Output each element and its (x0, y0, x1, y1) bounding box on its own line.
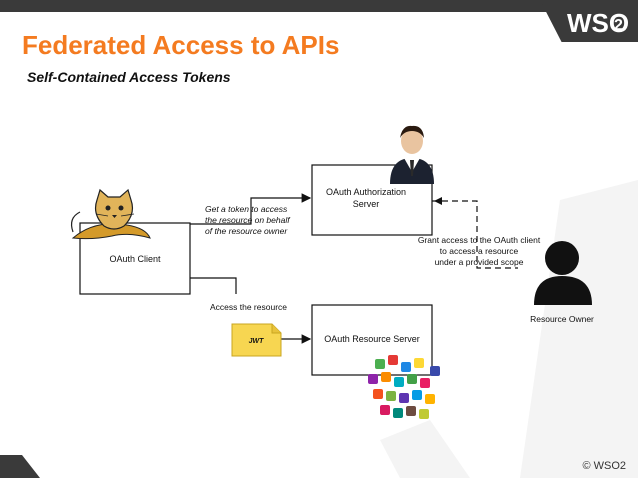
background-shape (520, 180, 638, 478)
auth-server-label-1: OAuth Authorization (326, 187, 406, 197)
grant-arrowhead (434, 197, 442, 205)
grant-line-2: to access a resource (440, 246, 519, 256)
get-token-line-2: the resource on behalf (205, 215, 291, 225)
resource-owner-label: Resource Owner (530, 314, 594, 324)
oauth-client-label: OAuth Client (109, 254, 161, 264)
access-resource-label: Access the resource (210, 302, 287, 312)
jwt-document-fold (271, 324, 281, 334)
wso2-logo-subscript: 2 (614, 17, 623, 34)
slide-title: Federated Access to APIs (22, 30, 340, 60)
jwt-document-icon (231, 323, 282, 357)
slide-subtitle: Self-Contained Access Tokens (27, 69, 231, 85)
resource-server-label: OAuth Resource Server (324, 334, 420, 344)
app-icons-cluster (368, 355, 440, 419)
person-silhouette-icon (534, 241, 592, 305)
auth-server-label-2: Server (353, 199, 380, 209)
wso2-logo: WSO (567, 8, 630, 38)
copyright-text: © WSO2 (582, 460, 626, 472)
jwt-label: JWT (249, 338, 265, 345)
businessman-icon (390, 125, 434, 184)
background-shape-2 (380, 420, 470, 478)
get-token-line-3: of the resource owner (205, 226, 288, 236)
access-resource-line (190, 277, 237, 294)
grant-line-3: under a provided scope (435, 257, 524, 267)
grant-dashed-line (432, 200, 518, 269)
resource-server-box (311, 304, 433, 376)
top-bar (0, 0, 638, 12)
get-token-arrow (190, 193, 312, 225)
get-token-line-1: Get a token to access (205, 204, 288, 214)
grant-line-1: Grant access to the OAuth client (418, 235, 541, 245)
tomcat-cat-icon (70, 188, 151, 240)
